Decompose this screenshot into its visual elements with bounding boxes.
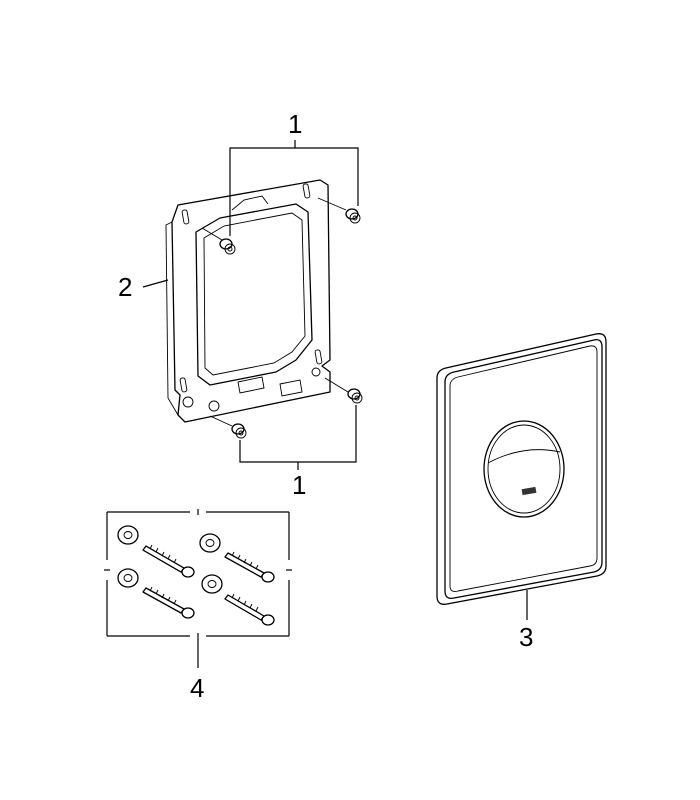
screw-top-left <box>201 227 236 255</box>
flush-plate <box>436 333 607 605</box>
fixing-set-box <box>104 509 292 639</box>
screw-bottom-left <box>209 415 247 439</box>
callout-2-leader <box>142 279 169 288</box>
screw-with-washer-icon <box>117 525 195 578</box>
flush-button <box>483 420 565 518</box>
screw-with-washer-icon <box>117 568 195 619</box>
callout-1-bottom: 1 <box>292 470 306 500</box>
callout-1-bottom-leader <box>239 405 357 470</box>
callout-1-top-leader <box>229 140 359 236</box>
mounting-frame <box>165 179 331 423</box>
screw-with-washer-icon <box>199 533 275 583</box>
callout-4: 4 <box>190 673 204 703</box>
callout-1-top: 1 <box>288 109 302 139</box>
callout-3: 3 <box>519 622 533 652</box>
frame-screws <box>201 197 363 439</box>
screw-with-washer-icon <box>201 574 275 626</box>
brand-logo-icon <box>521 486 537 496</box>
screw-top-right <box>317 197 361 224</box>
callout-2: 2 <box>118 272 132 302</box>
screw-bottom-right <box>324 377 363 404</box>
